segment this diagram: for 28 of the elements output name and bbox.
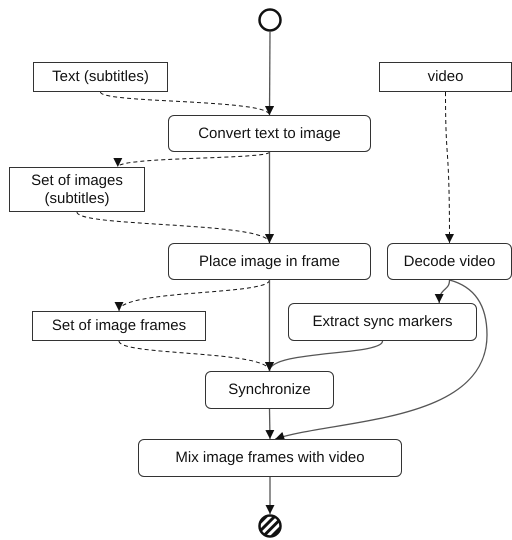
node-label: video xyxy=(426,68,464,86)
node-label: Extract sync markers xyxy=(311,313,454,331)
arrow xyxy=(265,408,274,440)
data-box xyxy=(32,311,206,341)
node-label: Set of image frames xyxy=(50,317,188,335)
activity-box xyxy=(168,115,371,152)
activity-box xyxy=(168,243,371,280)
initial-node-circle xyxy=(258,8,282,32)
node-label: Synchronize xyxy=(227,381,312,399)
node-label: Set of images (subtitles) xyxy=(30,172,124,208)
final-node-circle xyxy=(258,514,282,538)
activity-box xyxy=(288,303,477,341)
dashed-arrow xyxy=(118,340,270,372)
arrow xyxy=(266,477,274,514)
data-box xyxy=(33,62,168,92)
node-label: Decode video xyxy=(402,252,496,270)
data-box xyxy=(379,62,512,92)
arrow xyxy=(275,279,488,441)
data-box xyxy=(9,167,145,212)
activity-box xyxy=(138,439,402,477)
arrow xyxy=(435,280,450,304)
node-label: Convert text to image xyxy=(197,124,342,142)
node-label: Text (subtitles) xyxy=(51,68,150,86)
node-label: Place image in frame xyxy=(198,252,341,270)
activity-box xyxy=(205,371,334,409)
node-label: Mix image frames with video xyxy=(174,449,366,467)
dashed-arrow xyxy=(444,92,454,244)
activity-box xyxy=(387,243,512,280)
